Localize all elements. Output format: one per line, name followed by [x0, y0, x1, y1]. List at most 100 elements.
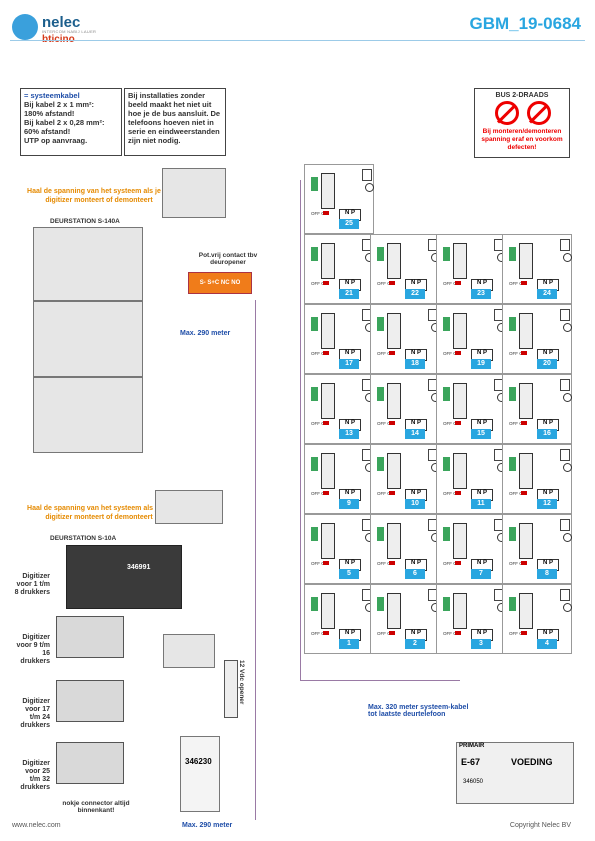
digitizer-display	[155, 490, 223, 524]
brand-tagline: INTERCOM NABIJ LAUER	[42, 29, 97, 34]
off-on-switch: OFF ON	[311, 211, 328, 216]
opener-label: 12 Vdc opener	[238, 660, 245, 705]
terminal-strip	[387, 383, 401, 419]
green-terminal	[377, 387, 384, 401]
handset-slot	[560, 589, 570, 601]
green-terminal	[311, 177, 318, 191]
terminal-strip	[321, 453, 335, 489]
dip-switch	[455, 281, 461, 285]
terminal-strip	[453, 383, 467, 419]
green-terminal	[377, 317, 384, 331]
off-on-switch: OFF ON	[509, 351, 526, 356]
apartment-number: 8	[537, 569, 557, 579]
terminal-strip	[321, 313, 335, 349]
off-on-switch: OFF ON	[377, 561, 394, 566]
station-s10a: 346991	[66, 545, 182, 609]
off-on-switch: OFF ON	[509, 281, 526, 286]
dip-switch	[389, 281, 395, 285]
green-terminal	[311, 457, 318, 471]
green-terminal	[443, 597, 450, 611]
digitizer-label-2: Digitizer voor 9 t/m 16 drukkers	[16, 634, 50, 665]
screw-hole-icon	[563, 463, 572, 472]
no-screwdriver-icon	[495, 101, 519, 125]
dip-switch	[323, 211, 329, 215]
dip-switch	[323, 631, 329, 635]
cable-line: Bij kabel 2 x 1 mm²:	[24, 100, 95, 109]
off-on-switch: OFF ON	[377, 631, 394, 636]
warning-text: Bij monteren/demonteren spanning eraf en…	[481, 128, 563, 151]
terminal-strip	[321, 173, 335, 209]
warning-box: BUS 2-DRAADS Bij monteren/demonteren spa…	[474, 88, 570, 158]
off-on-switch: OFF ON	[311, 351, 328, 356]
dip-switch	[323, 491, 329, 495]
off-on-switch: OFF ON	[443, 561, 460, 566]
green-terminal	[443, 387, 450, 401]
cable-line: Bij kabel 2 x 0,28 mm²:	[24, 118, 105, 127]
apartment-number: 16	[537, 429, 557, 439]
apartment-number: 9	[339, 499, 359, 509]
dip-switch	[323, 281, 329, 285]
green-terminal	[311, 597, 318, 611]
handset-slot	[560, 379, 570, 391]
green-terminal	[509, 527, 516, 541]
handset-slot	[362, 169, 372, 181]
screw-hole-icon	[563, 393, 572, 402]
off-on-switch: OFF ON	[509, 421, 526, 426]
dip-switch	[455, 421, 461, 425]
off-on-switch: OFF ON	[443, 351, 460, 356]
handset-slot	[560, 239, 570, 251]
dip-switch	[455, 631, 461, 635]
dip-switch	[389, 561, 395, 565]
terminal-strip	[519, 523, 533, 559]
digitizer-label-4: Digitizer voor 25 t/m 32 drukkers	[20, 760, 50, 791]
off-on-switch: OFF ON	[311, 631, 328, 636]
header-divider	[10, 40, 585, 41]
green-terminal	[311, 247, 318, 261]
green-terminal	[443, 317, 450, 331]
terminal-strip	[387, 243, 401, 279]
terminal-strip	[519, 453, 533, 489]
cable-line: UTP op aanvraag.	[24, 136, 88, 145]
dip-switch	[521, 421, 527, 425]
terminal-strip	[321, 243, 335, 279]
cable-line: 60% afstand!	[24, 127, 71, 136]
station-module-3	[33, 377, 143, 453]
dip-switch	[455, 561, 461, 565]
terminal-strip	[387, 313, 401, 349]
dip-switch	[521, 561, 527, 565]
digitizer-label-1: Digitizer voor 1 t/m 8 drukkers	[14, 573, 50, 596]
max-290-bottom: Max. 290 meter	[182, 822, 233, 829]
handset-slot	[560, 309, 570, 321]
terminal-strip	[453, 523, 467, 559]
cable-note: = systeemkabel Bij kabel 2 x 1 mm²: 180%…	[20, 88, 122, 156]
off-on-switch: OFF ON	[443, 421, 460, 426]
off-on-switch: OFF ON	[509, 631, 526, 636]
apartment-number: 23	[471, 289, 491, 299]
no-power-icon	[527, 101, 551, 125]
apartment-number: 6	[405, 569, 425, 579]
terminal-strip	[321, 523, 335, 559]
green-terminal	[377, 597, 384, 611]
off-on-switch: OFF ON	[509, 561, 526, 566]
apartment-number: 11	[471, 499, 491, 509]
dip-switch	[389, 491, 395, 495]
module-346230: 346230	[180, 736, 220, 812]
apartment-number: 4	[537, 639, 557, 649]
apartment-number: 24	[537, 289, 557, 299]
screw-hole-icon	[563, 253, 572, 262]
apartment-number: 1	[339, 639, 359, 649]
psu-code: 346050	[463, 779, 484, 785]
footer-website: www.nelec.com	[12, 822, 61, 829]
green-terminal	[443, 527, 450, 541]
